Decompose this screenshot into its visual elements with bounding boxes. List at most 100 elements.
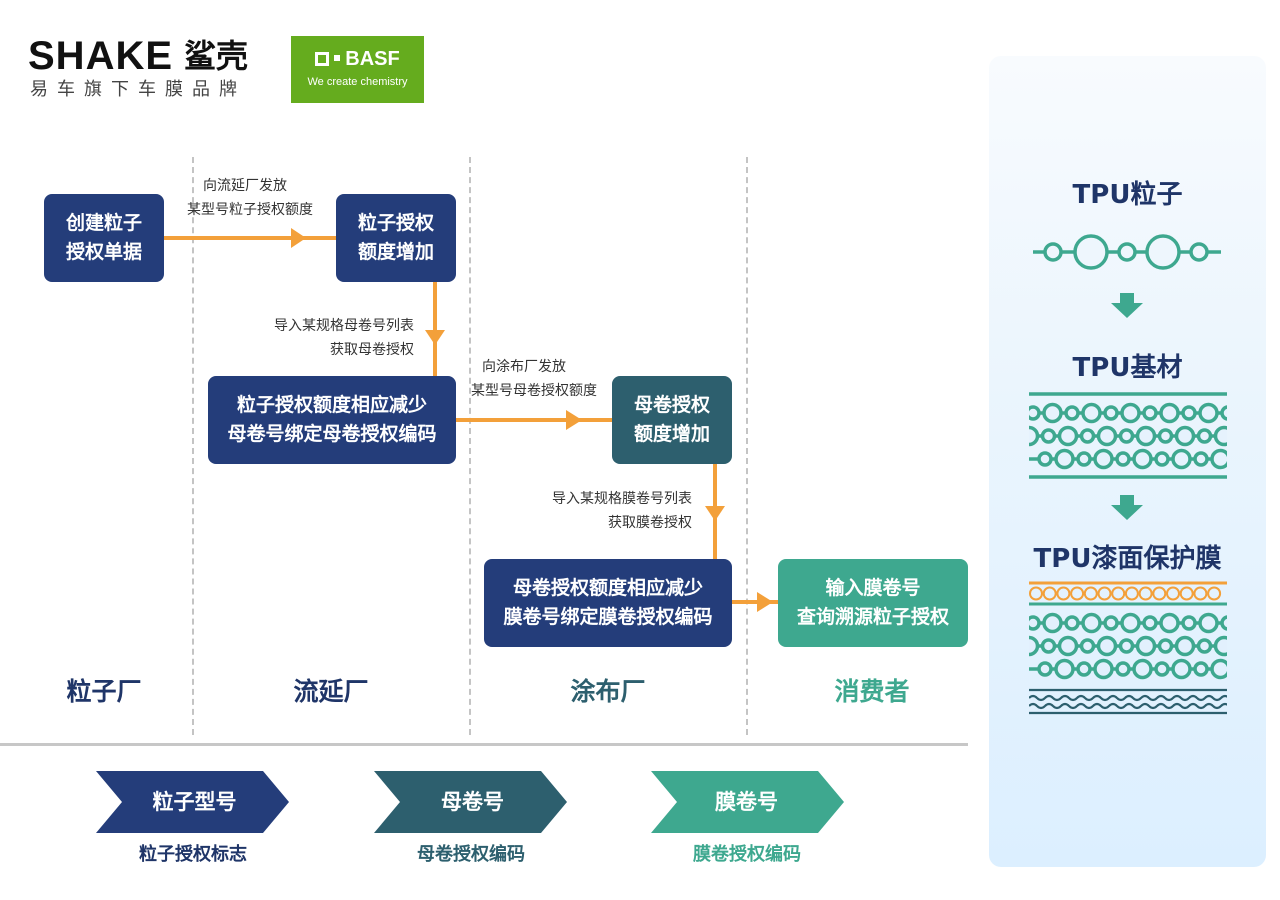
topcoat-circle: [1083, 586, 1098, 601]
molecule-circle: [1213, 425, 1227, 447]
arrowhead-down-2: [705, 506, 725, 521]
topcoat-circle: [1070, 586, 1085, 601]
molecule-circle: [1210, 448, 1227, 470]
molecule-circle: [1079, 428, 1096, 444]
horizontal-divider: [0, 743, 968, 746]
box-line: 粒子授权: [357, 212, 434, 234]
molecule-circle: [1040, 428, 1057, 444]
molecule-circle: [1081, 402, 1102, 424]
box-line: 创建粒子: [65, 212, 142, 234]
molecule-circle: [1076, 661, 1092, 677]
molecule-circle: [1057, 635, 1079, 657]
molecule-circle: [1238, 430, 1250, 442]
molecule-circle: [1174, 635, 1196, 657]
note-line: 向涂布厂发放: [482, 359, 566, 375]
ppf-topcoat-icon: [1029, 581, 1227, 606]
molecule-circle: [1198, 612, 1219, 634]
arrowhead-down-1: [425, 330, 445, 345]
chevron-film-roll: [651, 771, 844, 833]
flow-connectors: [163, 228, 778, 612]
molecule-circle: [1042, 612, 1063, 634]
molecule-circle: [1181, 615, 1197, 631]
adhesive-layer-icon: [1029, 688, 1227, 715]
molecule-circle: [1142, 405, 1158, 421]
stage-title-tpu-ppf: TPU漆面保护膜: [1033, 544, 1222, 574]
molecule-circle: [1096, 635, 1118, 657]
molecule-circle: [1239, 405, 1256, 422]
arrowhead-right-1: [291, 228, 306, 248]
basf-tagline: We create chemistry: [307, 76, 408, 88]
down-arrow-icon: [1111, 293, 1143, 318]
topcoat-circle: [1056, 586, 1071, 601]
stage-title-tpu-particle: TPU粒子: [1072, 180, 1183, 210]
molecule-circle: [1081, 612, 1102, 634]
column-label-particle-factory: 粒子厂: [66, 677, 142, 706]
box-line: 膜卷号绑定膜卷授权编码: [503, 606, 713, 628]
molecule-circle: [1037, 661, 1053, 677]
basf-name: BASF: [345, 48, 400, 70]
molecule-circle: [1220, 615, 1227, 631]
molecule-circle: [1196, 428, 1213, 444]
note-import-film: 导入某规格膜卷号列表 获取膜卷授权: [492, 487, 692, 535]
molecule-circle: [1132, 448, 1153, 470]
down-arrow-icon: [1111, 495, 1143, 520]
particle-chain-icon: [1033, 234, 1221, 270]
molecule-circle: [1064, 615, 1080, 631]
chevron-master-roll: [374, 771, 567, 833]
note-line: 某型号母卷授权额度: [471, 383, 597, 399]
code-sub-particle: 粒子授权标志: [139, 844, 247, 865]
molecule-circle: [1064, 405, 1080, 421]
molecule-circle: [1220, 405, 1227, 421]
box-line: 母卷号绑定母卷授权编码: [227, 423, 437, 445]
note-line: 向流延厂发放: [203, 178, 287, 194]
molecule-circle: [1181, 405, 1197, 421]
code-chevrons: [96, 771, 844, 833]
note-to-coating: 向涂布厂发放 某型号母卷授权额度: [454, 355, 614, 403]
note-import-master: 导入某规格母卷号列表 获取母卷授权: [214, 314, 414, 362]
molecule-circle: [1157, 638, 1174, 654]
column-divider-3: [746, 157, 748, 735]
code-sub-film: 膜卷授权编码: [693, 844, 801, 865]
master-quota-decrease-box: 母卷授权额度相应减少 膜卷号绑定膜卷授权编码: [484, 559, 732, 647]
note-line: 某型号粒子授权额度: [187, 202, 313, 218]
molecule-circle: [1103, 405, 1119, 421]
note-line: 获取母卷授权: [330, 342, 414, 358]
arrowhead-right-2: [566, 410, 582, 430]
molecule-circle: [1096, 425, 1118, 447]
column-label-consumer: 消费者: [834, 677, 910, 706]
code-sub-master: 母卷授权编码: [417, 844, 525, 865]
basf-dot-icon: [334, 55, 341, 61]
box-line: 输入膜卷号: [825, 577, 921, 599]
topcoat-circles: [1029, 586, 1222, 601]
molecule-circle: [1115, 661, 1131, 677]
molecule-circle: [1193, 661, 1209, 677]
shake-logo-subtitle: 易车旗下车膜品牌: [30, 79, 246, 100]
arrowhead-right-3: [757, 592, 773, 612]
molecule-circle: [1042, 402, 1063, 424]
basf-logo: BASF We create chemistry: [291, 36, 424, 103]
column-label-casting-factory: 流延厂: [293, 677, 369, 706]
molecule-circle: [1132, 658, 1153, 680]
molecule-circle: [1135, 425, 1157, 447]
topcoat-circle: [1097, 586, 1112, 601]
box-line: 额度增加: [357, 241, 434, 263]
topcoat-circle: [1111, 586, 1126, 601]
column-divider-1: [192, 157, 194, 735]
molecule-circle: [1037, 451, 1053, 467]
topcoat-circle: [1124, 586, 1139, 601]
box-line: 母卷授权: [633, 394, 710, 416]
basf-square-icon: [315, 52, 330, 66]
molecule-circle: [1171, 658, 1192, 680]
molecule-circle: [1029, 635, 1040, 657]
topcoat-circle: [1179, 586, 1194, 601]
molecule-circle: [1159, 402, 1180, 424]
topcoat-circle: [1207, 586, 1222, 601]
consumer-query-box: 输入膜卷号 查询溯源粒子授权: [778, 559, 968, 647]
molecule-circle: [1234, 663, 1246, 675]
molecule-circle: [1103, 615, 1119, 631]
box-line: 母卷授权额度相应减少: [512, 577, 703, 599]
note-line: 获取膜卷授权: [608, 515, 692, 531]
molecule-circle: [1196, 638, 1213, 654]
molecule-circle: [1120, 402, 1141, 424]
stage-title-tpu-substrate: TPU基材: [1072, 353, 1183, 383]
